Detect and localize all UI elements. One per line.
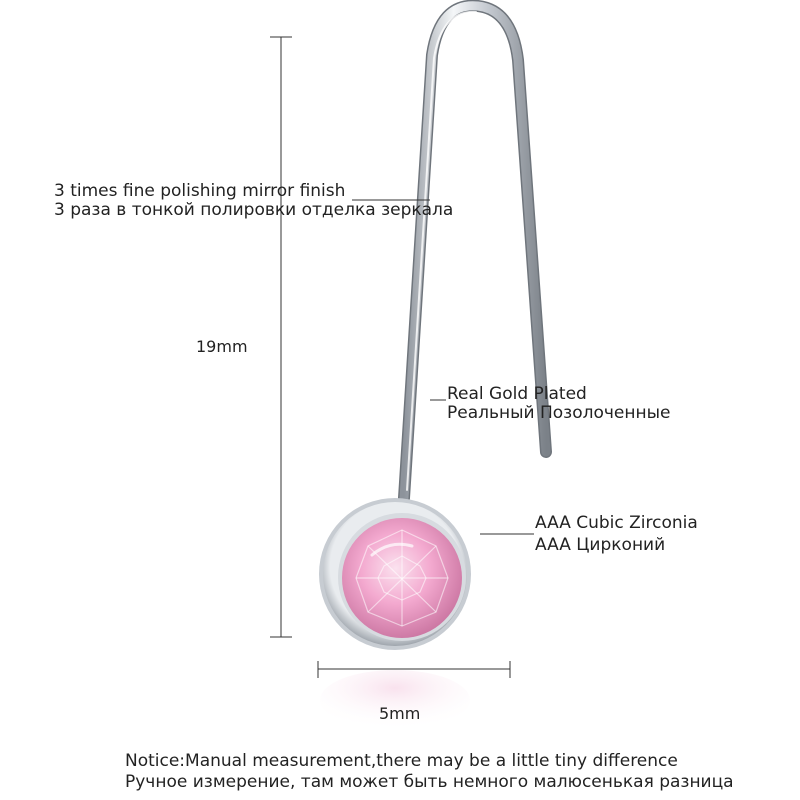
reflection-image	[320, 670, 470, 730]
plating-label-ru: Реальный Позолоченные	[447, 403, 671, 423]
pink-gem-image	[319, 498, 471, 650]
finish-label-en: 3 times fine polishing mirror finish	[54, 181, 346, 201]
stone-label-ru: AAA Цирконий	[535, 535, 666, 555]
height-measurement-label: 19mm	[196, 337, 248, 356]
notice-text-ru: Ручное измерение, там может быть немного…	[125, 772, 734, 792]
width-measurement-label: 5mm	[379, 704, 421, 723]
notice-text-en: Notice:Manual measurement,there may be a…	[125, 751, 678, 771]
earring-hook-image	[398, 0, 552, 504]
plating-label-en: Real Gold Plated	[447, 384, 587, 404]
callout-leader-lines	[352, 199, 534, 535]
height-dimension-line	[270, 36, 292, 638]
finish-label-ru: 3 раза в тонкой полировки отделка зеркал…	[54, 200, 454, 220]
stone-label-en: AAA Cubic Zirconia	[535, 513, 698, 533]
width-dimension-line	[317, 661, 511, 678]
